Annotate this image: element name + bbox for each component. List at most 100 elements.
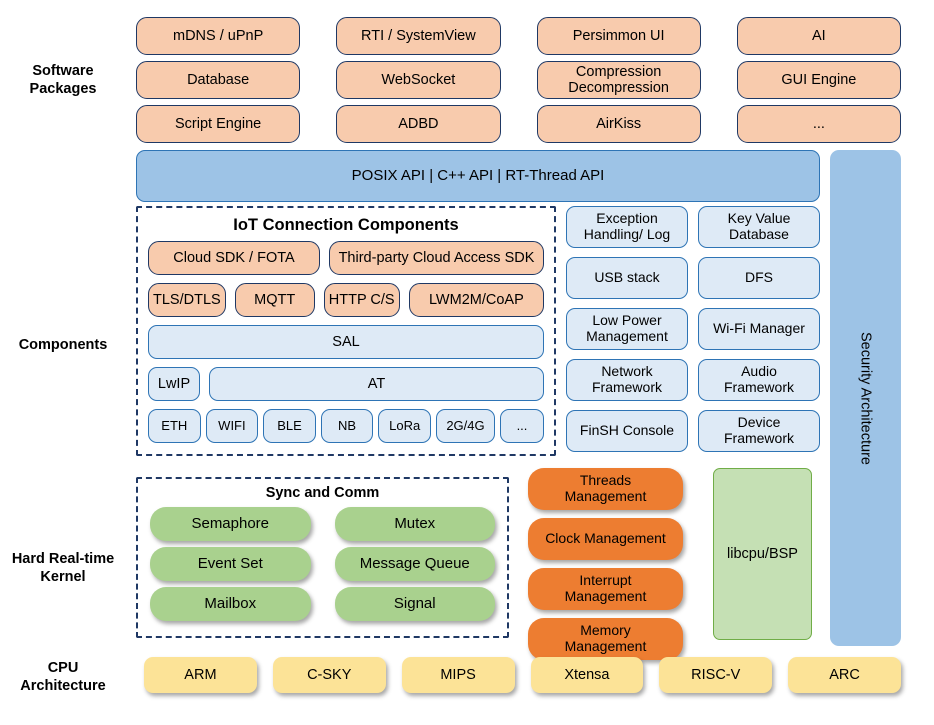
component-box-exception-handling-log[interactable]: Exception Handling/ Log <box>566 206 688 248</box>
iot-box-wifi[interactable]: WIFI <box>205 409 259 443</box>
kernel-box-interrupt-management[interactable]: Interrupt Management <box>528 568 683 610</box>
component-line1: DFS <box>745 269 773 286</box>
security-architecture-bar[interactable]: Security Architecture <box>830 150 901 646</box>
iot-box-more[interactable]: ... <box>499 409 545 443</box>
component-box-dfs[interactable]: DFS <box>698 257 820 299</box>
libcpu-bsp-box[interactable]: libcpu/BSP <box>713 468 812 640</box>
package-box-adbd[interactable]: ADBD <box>336 105 501 143</box>
iot-box-third-party-cloud-access-sdk[interactable]: Third-party Cloud Access SDK <box>329 241 544 275</box>
iot-box-sal[interactable]: SAL <box>148 325 544 359</box>
row-label-software-packages-line1: Software <box>32 63 94 79</box>
component-box-low-power-management[interactable]: Low Power Management <box>566 308 688 350</box>
compression-line2: Decompression <box>568 80 669 96</box>
package-box-mdns-upnp[interactable]: mDNS / uPnP <box>136 17 301 55</box>
component-box-audio-framework[interactable]: Audio Framework <box>698 359 820 401</box>
sync-grid: Semaphore Mutex Event Set Message Queue … <box>150 507 495 621</box>
package-box-database[interactable]: Database <box>136 61 301 99</box>
component-line2: Framework <box>723 379 794 395</box>
row-label-components: Components <box>0 336 126 354</box>
kernel-box-clock-management[interactable]: Clock Management <box>528 518 683 560</box>
sw-cell: AI <box>736 14 901 58</box>
row-label-software-packages: Software Packages <box>0 62 126 98</box>
component-line2: Handling/ Log <box>583 226 671 242</box>
package-box-persimmon-ui[interactable]: Persimmon UI <box>536 17 701 55</box>
cpu-box-c-sky[interactable]: C-SKY <box>272 657 386 693</box>
component-box-finsh-console[interactable]: FinSH Console <box>566 410 688 452</box>
sw-cell: ... <box>736 102 901 146</box>
row-label-cpu-architecture: CPU Architecture <box>0 659 126 695</box>
row-label-kernel-line1: Hard Real-time <box>11 551 115 567</box>
iot-box-2g-4g[interactable]: 2G/4G <box>435 409 495 443</box>
sw-cell: ADBD <box>336 102 501 146</box>
component-line1: USB stack <box>594 269 660 286</box>
cpu-box-arm[interactable]: ARM <box>144 657 257 693</box>
package-box-websocket[interactable]: WebSocket <box>336 61 501 99</box>
sw-cell: GUI Engine <box>736 58 901 102</box>
iot-box-lwip[interactable]: LwIP <box>148 367 200 401</box>
kernel-line1: Threads <box>579 472 632 489</box>
component-line2: Framework <box>723 430 794 446</box>
iot-box-http-cs[interactable]: HTTP C/S <box>323 283 400 317</box>
iot-connection-components-panel: IoT Connection Components Cloud SDK / FO… <box>136 206 556 456</box>
sw-cell: Script Engine <box>136 102 301 146</box>
component-box-key-value-database[interactable]: Key Value Database <box>698 206 820 248</box>
component-line2: Database <box>729 226 789 242</box>
sync-panel-title: Sync and Comm <box>265 485 380 501</box>
component-line1: FinSH Console <box>579 422 675 439</box>
kernel-box-memory-management[interactable]: Memory Management <box>528 618 683 660</box>
iot-box-mqtt[interactable]: MQTT <box>234 283 315 317</box>
component-line1: Exception <box>596 210 658 227</box>
sync-box-mutex[interactable]: Mutex <box>334 507 495 541</box>
kernel-line2: Management <box>564 588 647 604</box>
iot-box-eth[interactable]: ETH <box>148 409 201 443</box>
package-box-rti-systemview[interactable]: RTI / SystemView <box>336 17 501 55</box>
sw-cell: RTI / SystemView <box>336 14 501 58</box>
package-box-compression-decompression[interactable]: Compression Decompression <box>536 61 701 99</box>
iot-panel-title: IoT Connection Components <box>233 216 459 234</box>
component-box-usb-stack[interactable]: USB stack <box>566 257 688 299</box>
component-box-device-framework[interactable]: Device Framework <box>698 410 820 452</box>
iot-box-cloud-sdk-fota[interactable]: Cloud SDK / FOTA <box>148 241 320 275</box>
sync-and-comm-panel: Sync and Comm Semaphore Mutex Event Set … <box>136 477 509 638</box>
row-label-software-packages-line2: Packages <box>29 81 97 98</box>
row-label-cpu-line2: Architecture <box>20 678 106 695</box>
iot-box-ble[interactable]: BLE <box>263 409 316 443</box>
sync-box-signal[interactable]: Signal <box>334 587 495 621</box>
package-box-script-engine[interactable]: Script Engine <box>136 105 301 143</box>
kernel-line2: Management <box>564 488 647 504</box>
iot-row-cloud: Cloud SDK / FOTA Third-party Cloud Acces… <box>148 241 544 275</box>
kernel-line1: Memory <box>580 622 631 639</box>
component-box-wifi-manager[interactable]: Wi-Fi Manager <box>698 308 820 350</box>
cpu-architecture-row: ARM C-SKY MIPS Xtensa RISC-V ARC <box>144 657 901 693</box>
row-label-components-text: Components <box>18 337 108 353</box>
component-line1: Low Power <box>592 312 662 329</box>
cpu-box-risc-v[interactable]: RISC-V <box>659 657 773 693</box>
iot-box-lora[interactable]: LoRa <box>378 409 431 443</box>
kernel-line1: Clock Management <box>545 530 666 547</box>
iot-box-lwm2m-coap[interactable]: LWM2M/CoAP <box>408 283 544 317</box>
iot-row-lwip-at: LwIP AT <box>148 367 544 401</box>
package-box-more[interactable]: ... <box>736 105 901 143</box>
package-box-gui-engine[interactable]: GUI Engine <box>736 61 901 99</box>
iot-row-sal: SAL <box>148 325 544 359</box>
kernel-box-threads-management[interactable]: Threads Management <box>528 468 683 510</box>
cpu-box-arc[interactable]: ARC <box>788 657 901 693</box>
components-grid: Exception Handling/ Log Key Value Databa… <box>566 206 820 452</box>
api-bar[interactable]: POSIX API | C++ API | RT-Thread API <box>136 150 820 202</box>
component-box-network-framework[interactable]: Network Framework <box>566 359 688 401</box>
package-box-ai[interactable]: AI <box>736 17 901 55</box>
sync-box-message-queue[interactable]: Message Queue <box>334 547 495 581</box>
component-line1: Key Value <box>727 210 791 227</box>
iot-box-at[interactable]: AT <box>209 367 544 401</box>
cpu-box-mips[interactable]: MIPS <box>401 657 515 693</box>
component-line1: Device <box>737 414 781 431</box>
package-box-airkiss[interactable]: AirKiss <box>536 105 701 143</box>
compression-line1: Compression <box>575 63 662 80</box>
cpu-box-xtensa[interactable]: Xtensa <box>530 657 644 693</box>
sync-box-mailbox[interactable]: Mailbox <box>150 587 311 621</box>
sw-cell: Database <box>136 58 301 102</box>
iot-box-tls-dtls[interactable]: TLS/DTLS <box>148 283 226 317</box>
iot-box-nb[interactable]: NB <box>320 409 374 443</box>
sync-box-event-set[interactable]: Event Set <box>150 547 311 581</box>
sync-box-semaphore[interactable]: Semaphore <box>150 507 311 541</box>
